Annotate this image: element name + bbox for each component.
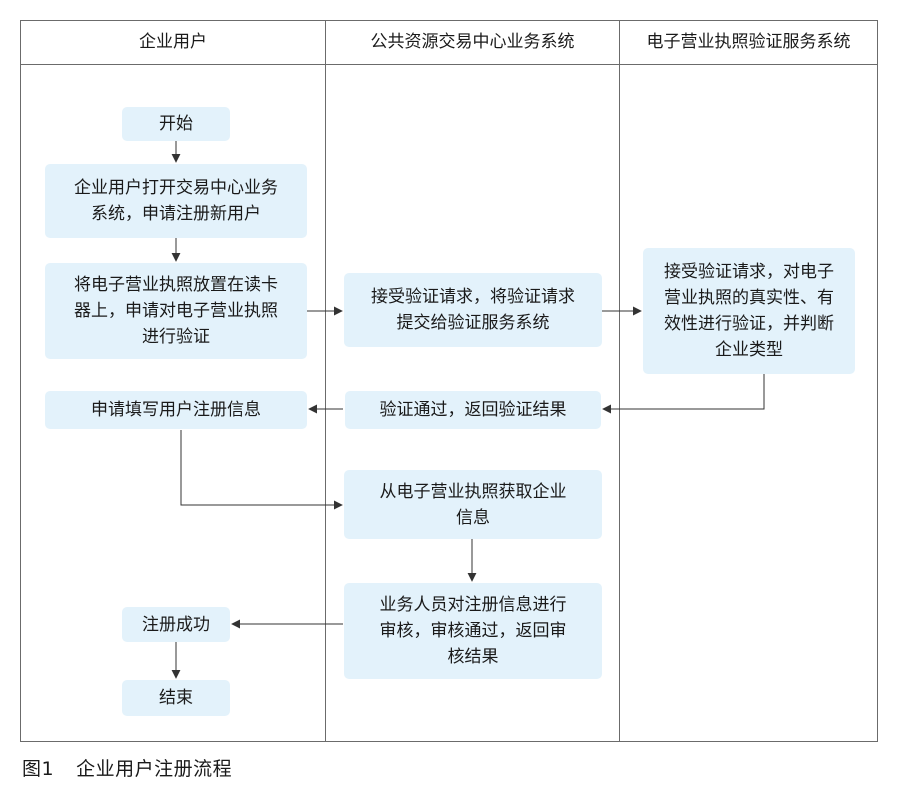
node-receive-request: 接受验证请求，将验证请求 提交给验证服务系统 (344, 273, 602, 347)
node-open-system: 企业用户打开交易中心业务 系统，申请注册新用户 (45, 164, 307, 238)
node-start: 开始 (122, 107, 230, 141)
lane-header-license-verification-system: 电子营业执照验证服务系统 (646, 32, 851, 52)
node-review: 业务人员对注册信息进行 审核，审核通过，返回审 核结果 (344, 583, 602, 679)
figure-title: 企业用户注册流程 (76, 758, 233, 780)
node-fill-info: 申请填写用户注册信息 (45, 391, 307, 429)
lane-header-enterprise-user: 企业用户 (139, 32, 207, 52)
node-place-license: 将电子营业执照放置在读卡 器上，申请对电子营业执照 进行验证 (45, 263, 307, 359)
figure-caption: 图1 企业用户注册流程 (22, 754, 232, 781)
node-get-enterprise-info: 从电子营业执照获取企业 信息 (344, 470, 602, 539)
arrow-verify-to-pass (602, 374, 765, 414)
swimlane-frame (20, 20, 878, 742)
node-end: 结束 (122, 680, 230, 716)
lane-header-trading-center-system: 公共资源交易中心业务系统 (370, 32, 575, 52)
node-success: 注册成功 (122, 607, 230, 642)
arrow-fill-to-getinfo (180, 430, 343, 510)
node-verify: 接受验证请求，对电子 营业执照的真实性、有 效性进行验证，并判断 企业类型 (643, 248, 855, 374)
node-verify-pass: 验证通过，返回验证结果 (345, 391, 601, 429)
figure-number: 图1 (22, 758, 55, 780)
